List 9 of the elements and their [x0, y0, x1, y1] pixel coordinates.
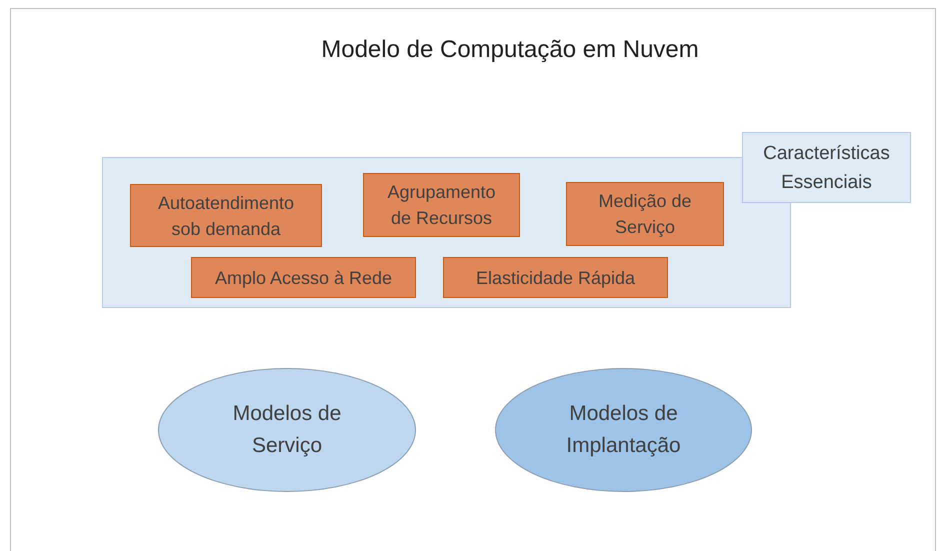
feature-box: Elasticidade Rápida	[443, 257, 668, 298]
label-box: Características Essenciais	[742, 132, 911, 203]
feature-box: Agrupamento de Recursos	[363, 173, 520, 237]
model-ellipse: Modelos de Serviço	[158, 368, 416, 492]
feature-box: Autoatendimento sob demanda	[130, 184, 322, 247]
feature-box: Medição de Serviço	[566, 182, 724, 246]
feature-box: Amplo Acesso à Rede	[191, 257, 416, 298]
model-ellipse: Modelos de Implantação	[495, 368, 752, 492]
title: Modelo de Computação em Nuvem	[320, 35, 700, 65]
